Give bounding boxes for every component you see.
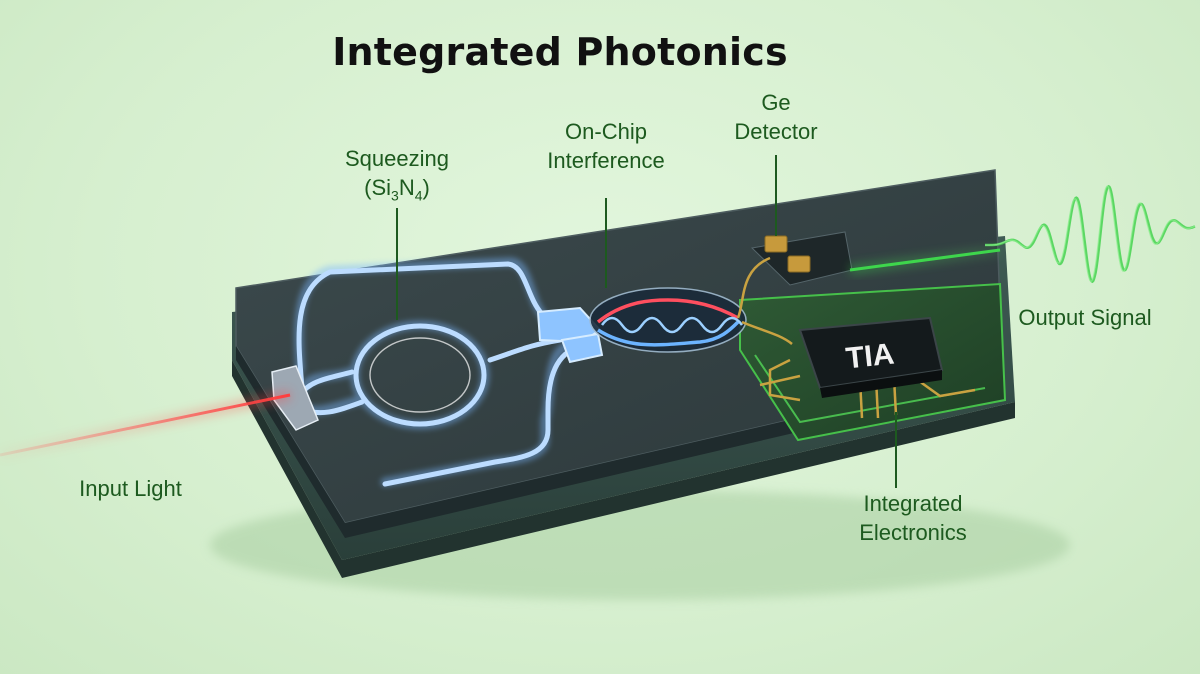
label-detector-line2: Detector <box>734 119 818 144</box>
label-electronics-line1: Integrated <box>863 491 963 516</box>
tia-chip: TIA <box>798 316 944 398</box>
tia-label: TIA <box>844 338 896 376</box>
label-output-signal: Output Signal <box>1018 305 1152 330</box>
page-title: Integrated Photonics <box>332 30 788 74</box>
label-squeezing-formula: (Si3N4) <box>364 175 430 204</box>
label-detector-line1: Ge <box>761 90 791 115</box>
interference-region <box>589 287 747 353</box>
label-squeezing-line1: Squeezing <box>345 146 449 171</box>
ge-detector-block-1 <box>764 235 788 253</box>
label-interference: On-Chip Interference <box>526 117 686 175</box>
label-input-light: Input Light <box>79 476 182 501</box>
label-electronics: Integrated Electronics <box>838 489 988 547</box>
label-squeezing: Squeezing (Si3N4) <box>322 144 472 210</box>
label-leaders <box>396 155 897 488</box>
ge-detector-block-2 <box>787 255 811 273</box>
input-laser-beam <box>0 390 292 460</box>
label-interference-line2: Interference <box>547 148 665 173</box>
output-signal-wave <box>849 184 1196 284</box>
label-interference-line1: On-Chip <box>565 119 647 144</box>
beam-splitter-lower <box>560 332 604 364</box>
label-detector: Ge Detector <box>716 88 836 146</box>
label-electronics-line2: Electronics <box>859 520 967 545</box>
